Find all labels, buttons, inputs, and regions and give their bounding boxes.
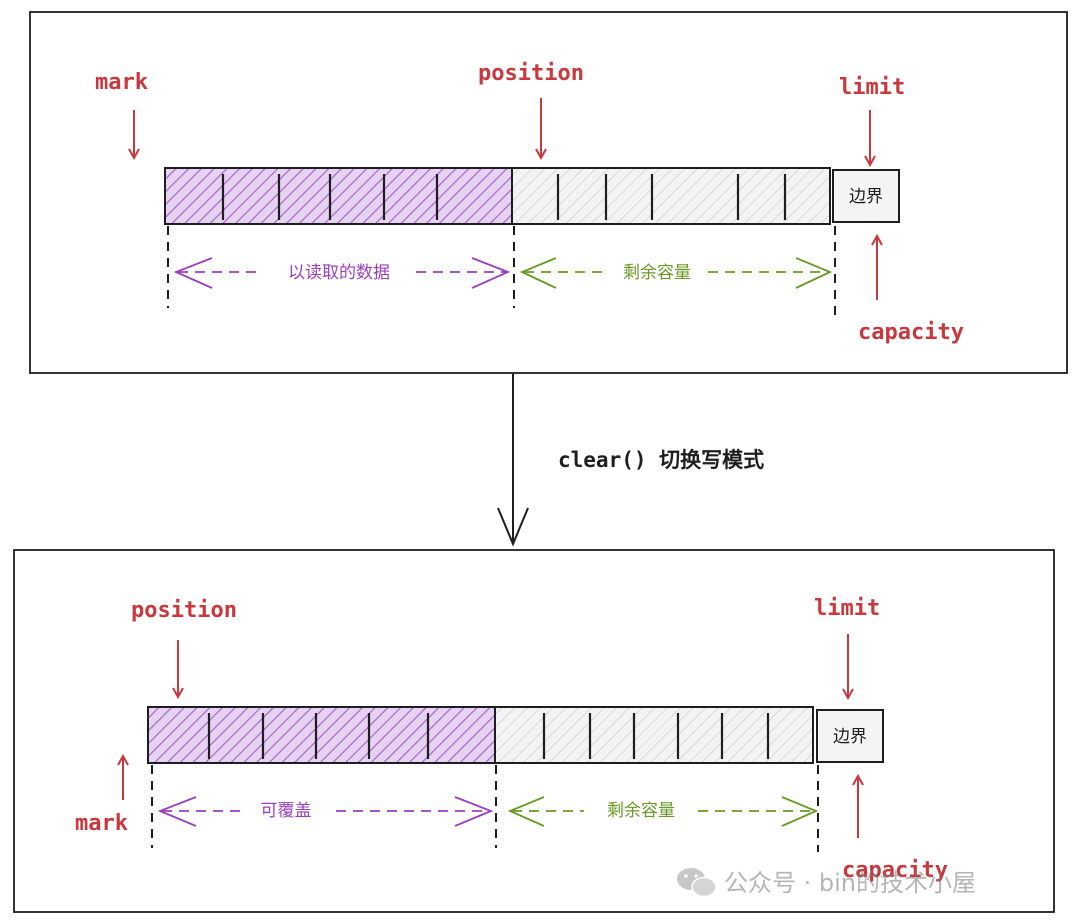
watermark: 公众号 · bin的技术小屋 xyxy=(677,868,976,898)
top-capacity-label: capacity xyxy=(858,320,964,345)
bottom-capacity-label: capacity xyxy=(842,858,948,883)
top-boundary-label: 边界 xyxy=(849,187,883,207)
top-remaining-region xyxy=(511,167,831,225)
top-remaining-span: 剩余容量 xyxy=(519,257,833,289)
transition-label: clear() 切换写模式 xyxy=(558,448,764,472)
top-remaining-region-label: 剩余容量 xyxy=(623,263,691,283)
bottom-panel: 边界 position limit mark capacity 可覆盖 xyxy=(13,549,1055,913)
top-read-region xyxy=(164,167,513,225)
bottom-remaining-region-label: 剩余容量 xyxy=(607,801,675,821)
top-limit-label: limit xyxy=(839,75,905,100)
top-read-region-label: 以读取的数据 xyxy=(288,263,390,283)
bottom-limit-label: limit xyxy=(814,596,880,621)
bottom-boundary-cell xyxy=(816,709,884,763)
bottom-buffer-bar: 边界 xyxy=(147,706,884,764)
bottom-region-guides xyxy=(151,765,819,852)
bottom-remaining-span: 剩余容量 xyxy=(507,796,819,827)
bottom-overwritable-region-label: 可覆盖 xyxy=(261,801,312,821)
bottom-overwritable-region xyxy=(147,706,496,764)
top-panel-frame xyxy=(29,11,1068,374)
bottom-position-label: position xyxy=(131,598,237,623)
top-mark-label: mark xyxy=(95,70,148,95)
bottom-panel-frame xyxy=(13,549,1055,913)
watermark-text: 公众号 · bin的技术小屋 xyxy=(724,869,976,897)
top-buffer-bar: 边界 xyxy=(164,167,900,225)
transition: clear() 切换写模式 xyxy=(497,374,764,547)
top-boundary-cell xyxy=(832,169,900,223)
top-panel: 边界 mark position limit capacity 以读取的数据 xyxy=(29,11,1068,374)
bottom-overwritable-span: 可覆盖 xyxy=(157,796,494,827)
bottom-cell-dividers xyxy=(207,713,770,759)
bottom-remaining-region xyxy=(494,706,814,764)
top-position-label: position xyxy=(478,61,584,86)
top-region-guides xyxy=(167,226,836,322)
top-cell-dividers xyxy=(221,174,787,220)
bottom-boundary-label: 边界 xyxy=(833,727,867,747)
bottom-mark-label: mark xyxy=(75,811,128,836)
wechat-icon xyxy=(677,868,717,898)
top-read-span: 以读取的数据 xyxy=(173,257,511,289)
transition-arrow-head xyxy=(497,507,529,547)
